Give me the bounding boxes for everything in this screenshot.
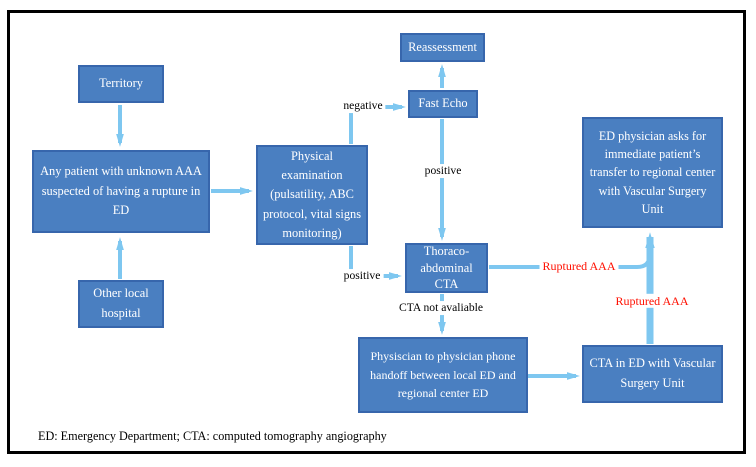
- node-thoraco-abdominal-cta: Thoraco-abdominal CTA: [405, 243, 488, 293]
- edge-label-positive-physical: positive: [340, 269, 384, 283]
- node-physical-examination: Physical examination (pulsatility, ABC p…: [256, 145, 368, 245]
- edge-label-ruptured-aaa-top: Ruptured AAA: [539, 258, 619, 274]
- node-reassessment: Reassessment: [400, 33, 485, 62]
- node-physician-handoff: Physiscian to physician phone handoff be…: [358, 337, 528, 413]
- edge-label-negative: negative: [340, 99, 386, 113]
- node-other-local-hospital: Other local hospital: [78, 280, 164, 328]
- node-fast-echo: Fast Echo: [408, 90, 478, 118]
- edge-label-positive-fast-echo: positive: [421, 164, 465, 178]
- edge-label-ruptured-aaa-bottom: Ruptured AAA: [612, 293, 692, 309]
- abbreviation-legend: ED: Emergency Department; CTA: computed …: [38, 429, 387, 443]
- node-territory: Territory: [78, 65, 164, 103]
- node-cta-in-ed: CTA in ED with Vascular Surgery Unit: [582, 345, 723, 403]
- node-any-patient: Any patient with unknown AAA suspected o…: [32, 150, 210, 233]
- node-ed-physician-transfer: ED physician asks for immediate patient’…: [582, 117, 723, 228]
- edge-label-cta-not-available: CTA not avaliable: [395, 301, 487, 315]
